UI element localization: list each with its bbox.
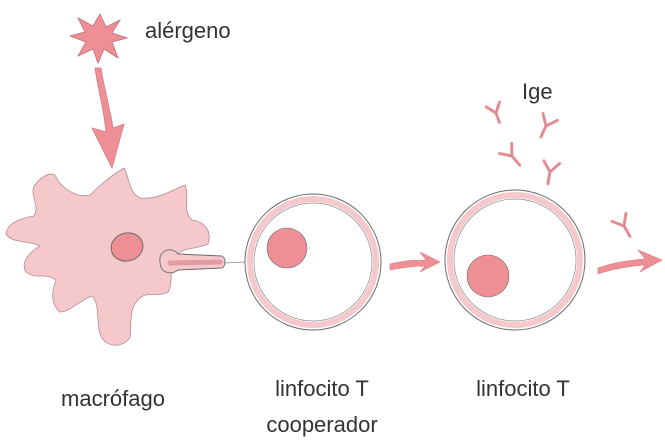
ige-antibody-icon — [486, 102, 506, 125]
helper-to-t-arrow — [390, 252, 440, 272]
connector-line — [224, 262, 246, 263]
helper-t-cell-outer — [245, 194, 381, 330]
allergen-label: alérgeno — [145, 18, 231, 43]
allergen-icon — [70, 14, 127, 63]
helper-t-label-line1: linfocito T — [275, 376, 369, 401]
ige-antibody-icon — [499, 143, 525, 170]
helper-t-label-line2: cooperador — [266, 412, 377, 437]
t-lymphocyte-label: linfocito T — [476, 376, 570, 401]
macrophage-label: macrófago — [61, 386, 165, 411]
t-lymphocyte-nucleus — [467, 255, 509, 297]
ige-antibody-icon — [540, 161, 560, 185]
helper-t-cell-nucleus — [267, 228, 307, 268]
ige-antibody-icon — [534, 114, 558, 141]
t-lymphocyte-outer — [445, 190, 585, 330]
ige-label: Ige — [522, 79, 553, 104]
ige-antibody-icon — [612, 213, 637, 240]
allergen-to-macrophage-arrow — [92, 68, 124, 168]
output-arrow — [598, 250, 662, 274]
